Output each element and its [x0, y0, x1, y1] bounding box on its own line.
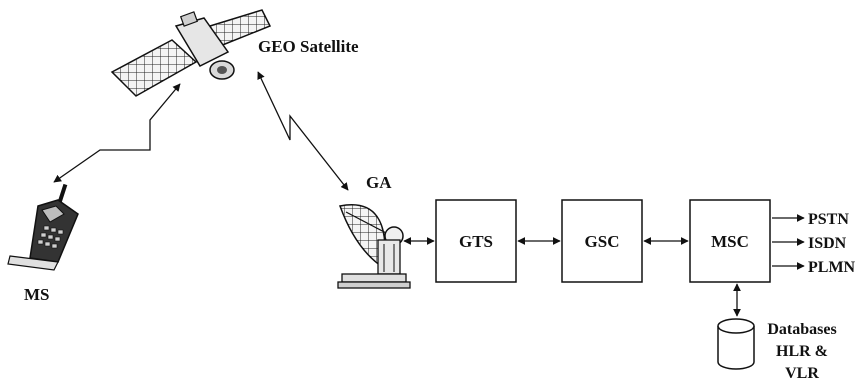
radio-link-ms-satellite — [53, 83, 181, 183]
msc-box — [689, 199, 771, 283]
isdn-label: ISDN — [808, 235, 847, 252]
gts-box — [435, 199, 517, 283]
pstn-label: PSTN — [808, 211, 849, 228]
database-label-line1: Databases — [767, 321, 836, 338]
dish-antenna-icon — [337, 204, 411, 289]
mobile-phone-icon — [7, 183, 79, 271]
database-label-line3: VLR — [785, 365, 819, 382]
database-label-line2: HLR & — [776, 343, 828, 360]
msc-label: MSC — [711, 232, 749, 251]
gsc-label: GSC — [585, 232, 620, 251]
plmn-label: PLMN — [808, 259, 856, 276]
database-icon — [717, 318, 755, 370]
satellite-label: GEO Satellite — [258, 37, 359, 56]
satellite-icon — [110, 9, 272, 97]
gts-label: GTS — [459, 232, 493, 251]
mobile-station-label: MS — [24, 285, 50, 304]
gsc-box — [561, 199, 643, 283]
ground-antenna-label: GA — [366, 173, 392, 192]
radio-link-satellite-ga — [257, 71, 349, 191]
